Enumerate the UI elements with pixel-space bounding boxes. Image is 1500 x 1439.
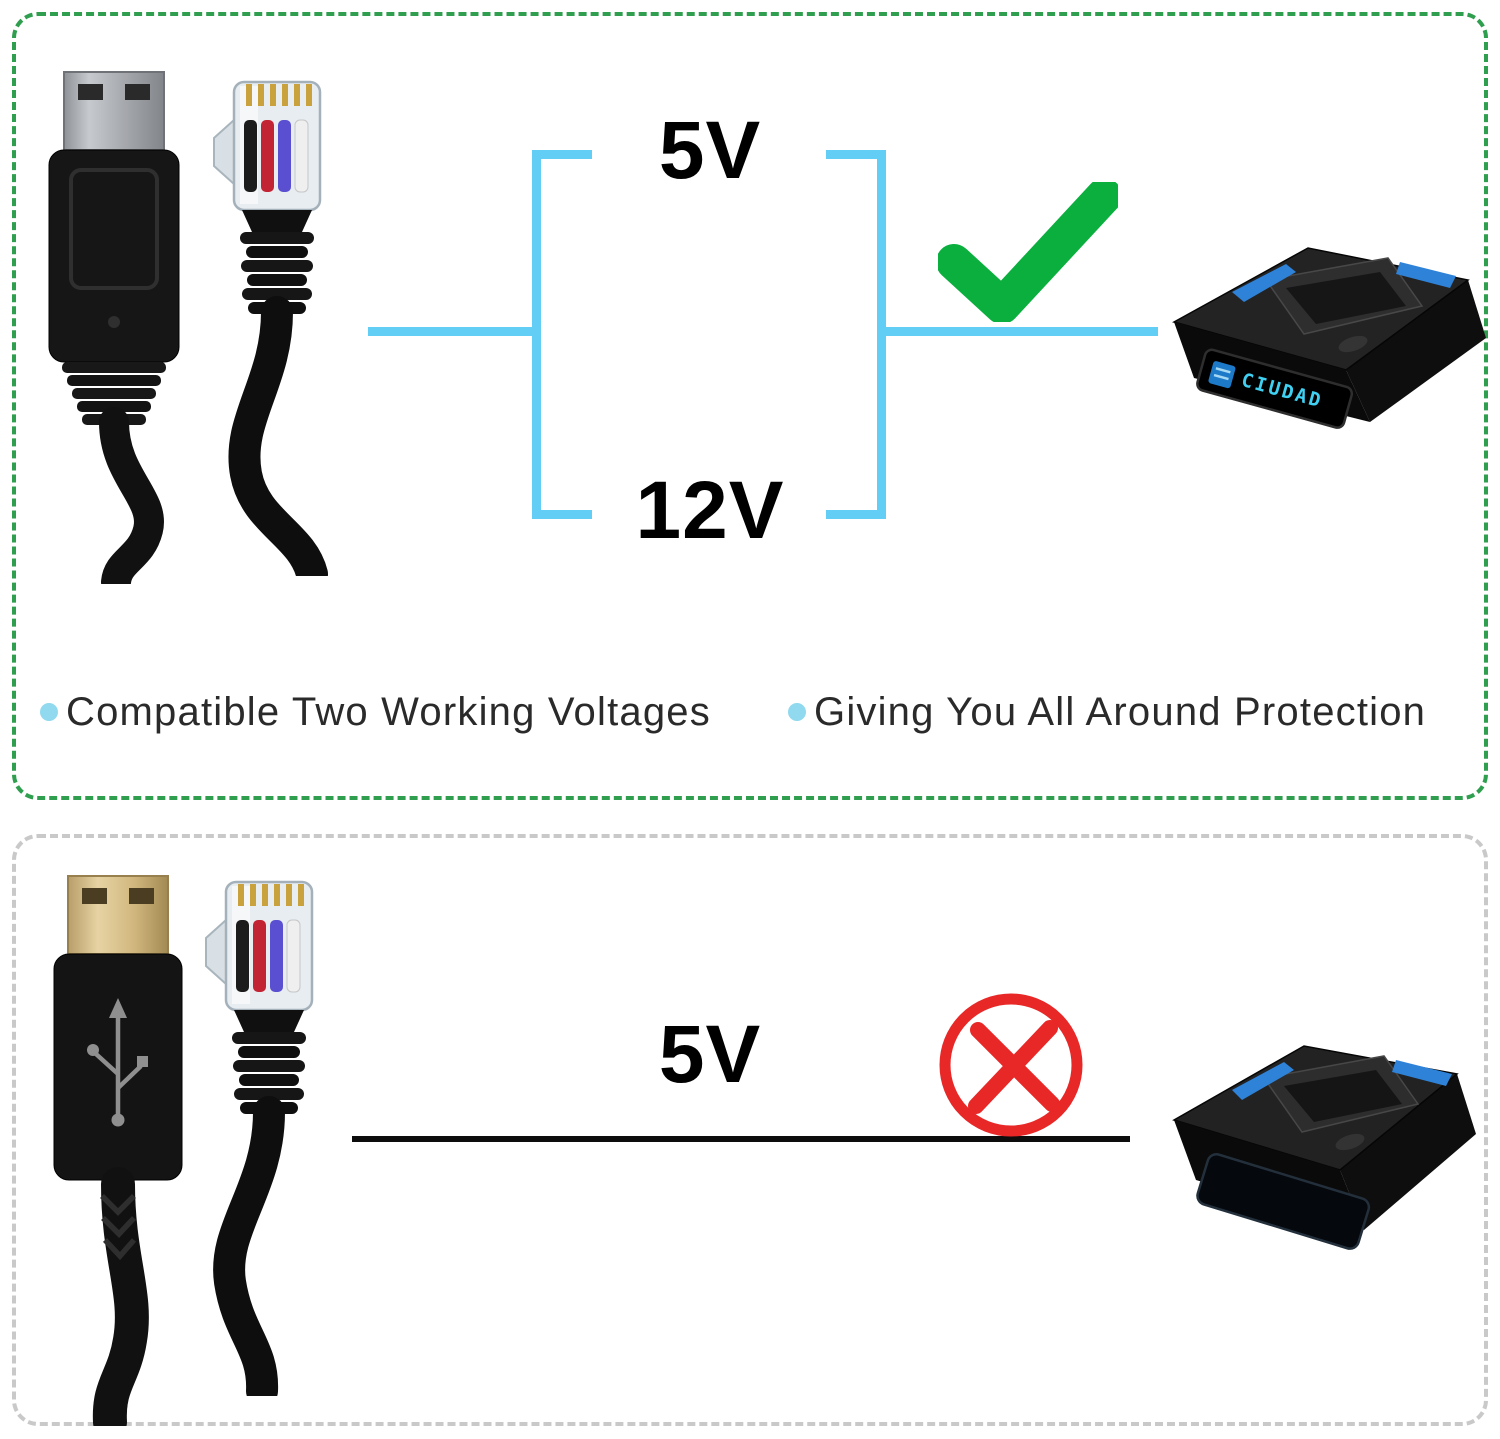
bracket-output-line xyxy=(886,327,1158,336)
usb-cable xyxy=(92,1167,149,1426)
device-button xyxy=(1335,1133,1365,1151)
usb-connector-gold xyxy=(53,875,183,1426)
usb-plug-body xyxy=(48,149,180,363)
device-blue-accent-right xyxy=(1396,262,1456,288)
rj11-cable xyxy=(228,296,328,576)
bullet-dot-2 xyxy=(788,703,806,721)
bracket-left-vertical xyxy=(532,150,541,519)
usb-cable xyxy=(99,407,164,584)
bracket-feed-line xyxy=(368,327,534,336)
usb-connector-silver xyxy=(48,71,180,584)
bracket-right-arm-top xyxy=(826,150,886,159)
radar-detector-on: CIUDAD xyxy=(1172,247,1486,429)
bottom-panel xyxy=(12,834,1488,1426)
rj11-gold-pins xyxy=(238,884,304,906)
usb-plug-shell xyxy=(67,875,169,955)
device-blue-accent-left xyxy=(1232,264,1296,302)
radar-detector-off xyxy=(1172,1045,1476,1250)
rj11-connector-bottom xyxy=(205,880,314,1396)
cable-chevrons xyxy=(100,1194,137,1261)
connection-line xyxy=(352,1136,1130,1142)
bracket-right-vertical xyxy=(877,150,886,519)
device-blue-accent-left xyxy=(1232,1062,1294,1100)
usb-trident-icon xyxy=(87,998,148,1127)
rj11-clip xyxy=(213,117,235,187)
voltage-label-5v-bottom: 5V xyxy=(658,1009,762,1100)
rj11-cable xyxy=(213,1096,285,1396)
device-speaker-panel xyxy=(1286,272,1406,324)
voltage-label-12v: 12V xyxy=(635,465,785,556)
device-display-off xyxy=(1196,1153,1371,1250)
rj11-wires xyxy=(236,919,301,993)
rj11-connector-top xyxy=(213,80,328,576)
device-side-face xyxy=(1346,280,1486,422)
rj11-wires xyxy=(244,119,309,193)
bullet-text-protection: Giving You All Around Protection xyxy=(814,690,1427,734)
device-side-face xyxy=(1340,1074,1476,1230)
display-city-icon xyxy=(1208,361,1236,389)
device-display: CIUDAD xyxy=(1196,348,1354,429)
cross-icon xyxy=(939,993,1083,1137)
top-panel xyxy=(12,12,1488,800)
bullet-text-voltages: Compatible Two Working Voltages xyxy=(66,690,711,734)
device-button xyxy=(1338,335,1368,353)
rj11-boot-neck xyxy=(234,1010,304,1032)
device-speaker-panel xyxy=(1284,1070,1402,1122)
bracket-left-arm-top xyxy=(532,150,592,159)
check-icon xyxy=(938,182,1118,322)
bracket-left-arm-bottom xyxy=(532,510,592,519)
rj11-gold-pins xyxy=(246,84,312,106)
voltage-label-5v: 5V xyxy=(658,105,762,196)
bullet-dot-1 xyxy=(40,703,58,721)
rj11-clip xyxy=(205,917,227,987)
device-blue-accent-right xyxy=(1392,1060,1452,1086)
bracket-right-arm-bottom xyxy=(826,510,886,519)
usb-plug-shell xyxy=(63,71,165,151)
rj11-boot-neck xyxy=(242,210,312,232)
